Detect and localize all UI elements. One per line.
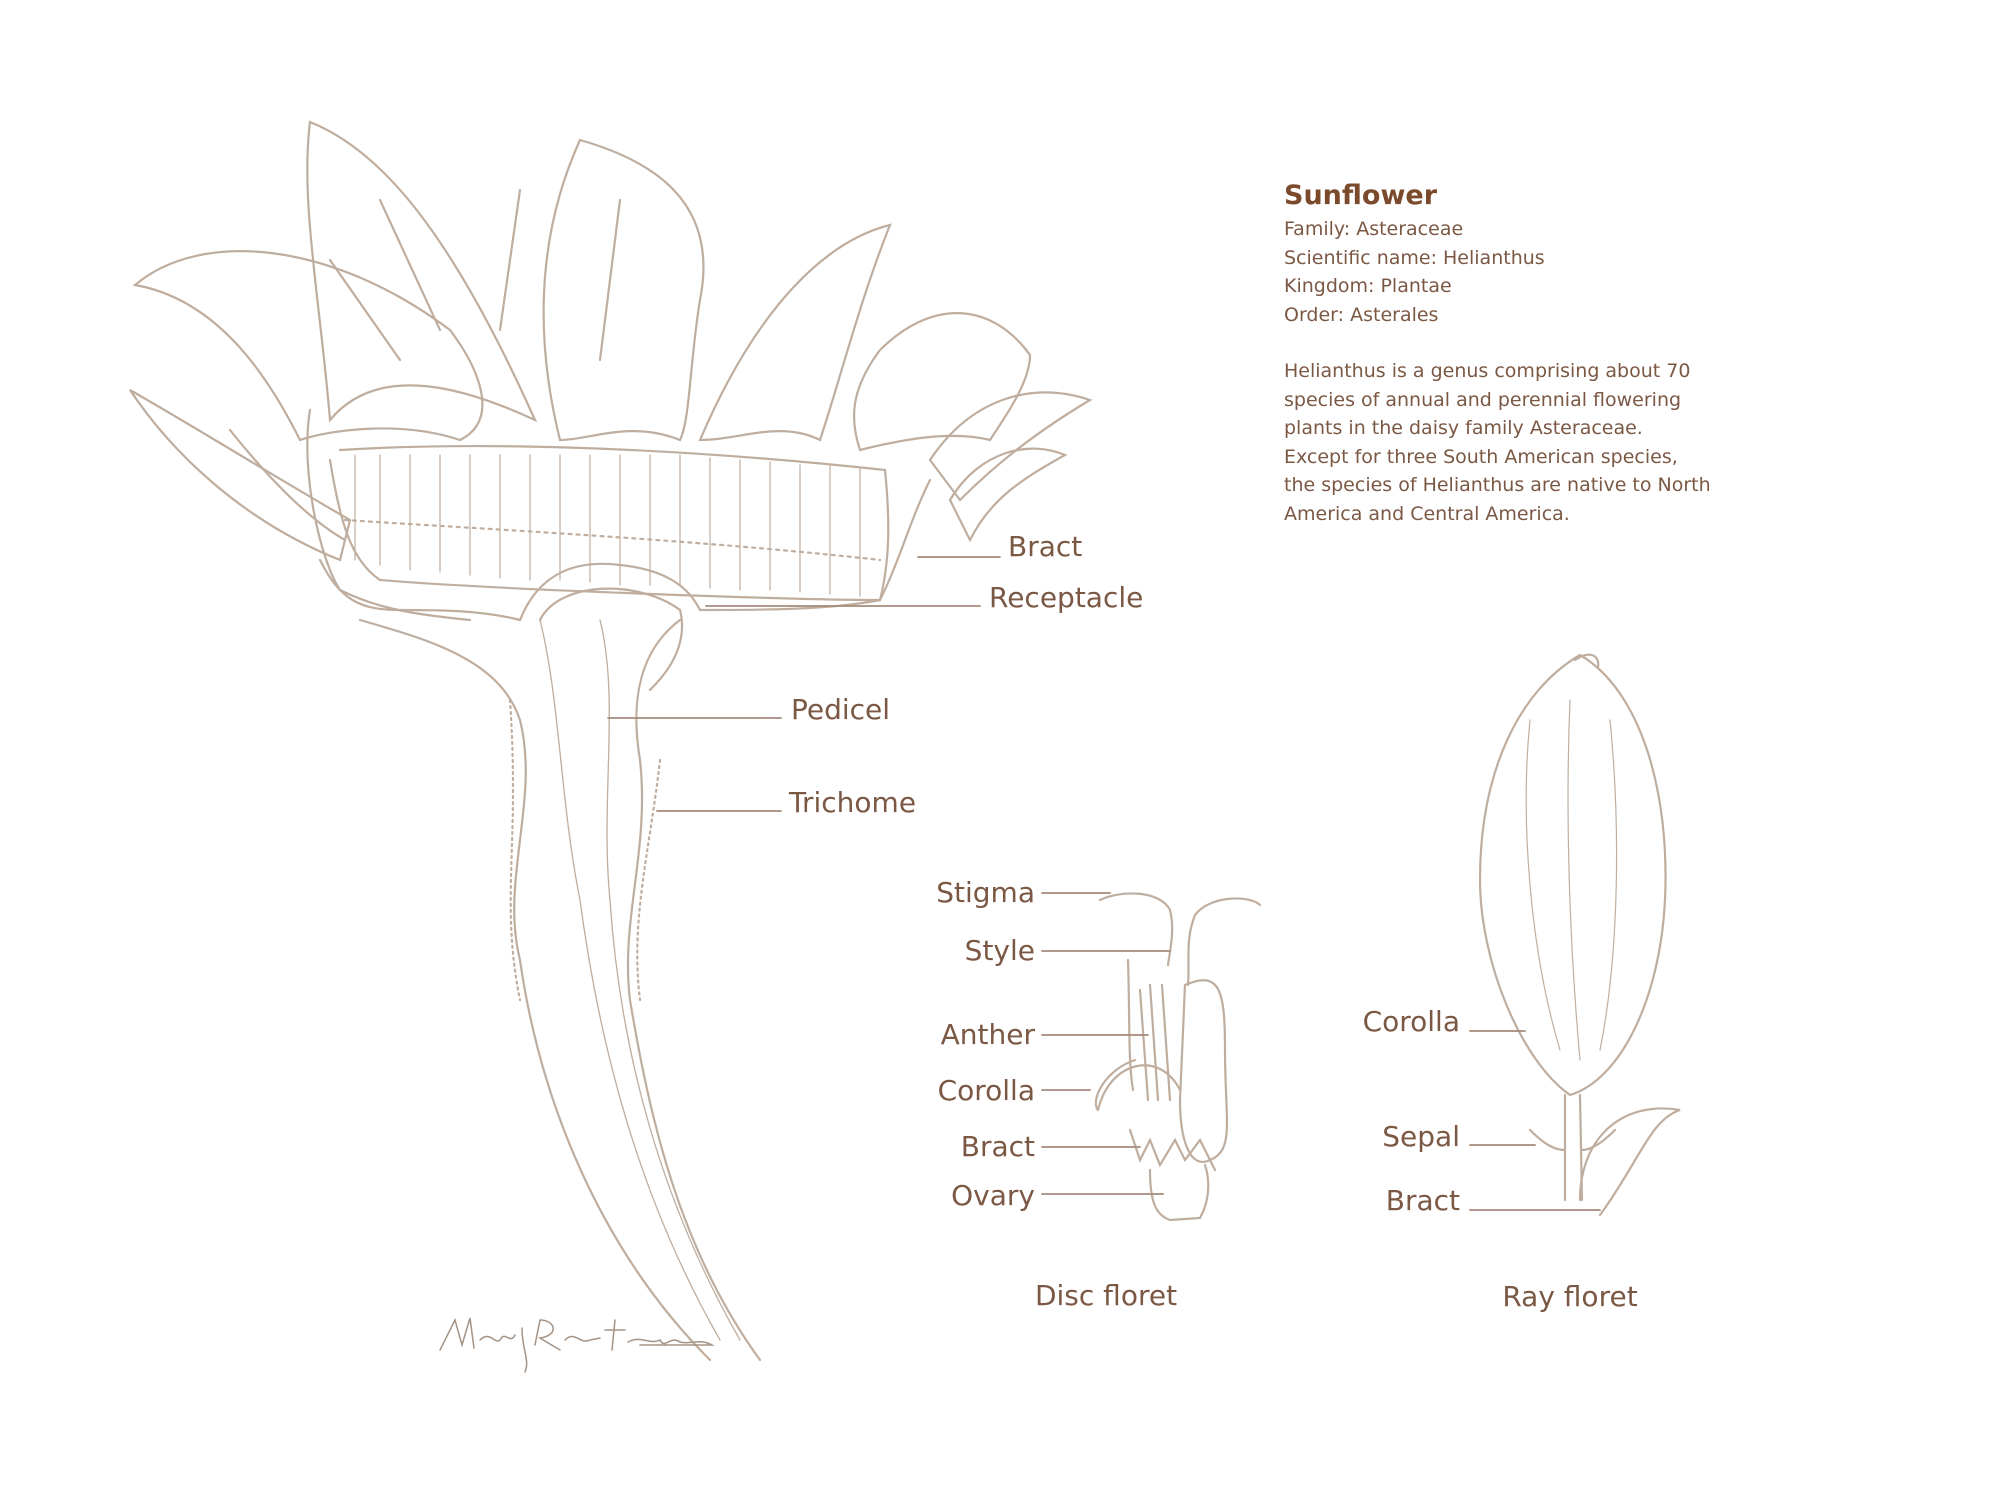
- ray-label-sepal: Sepal: [1382, 1120, 1460, 1153]
- label-trichome: Trichome: [789, 786, 917, 819]
- fact-order: Order: Asterales: [1284, 303, 1439, 326]
- description-line: Except for three South American species,: [1284, 445, 1678, 468]
- description-line: Helianthus is a genus comprising about 7…: [1284, 360, 1691, 382]
- ray-floret-caption: Ray floret: [1502, 1280, 1638, 1313]
- disc-label-bract: Bract: [960, 1130, 1035, 1163]
- flower-head: [306, 408, 932, 622]
- label-receptacle: Receptacle: [989, 581, 1144, 614]
- fact-kingdom: Kingdom: Plantae: [1284, 275, 1452, 297]
- leader-lines: [607, 556, 1601, 1211]
- ray-label-corolla: Corolla: [1362, 1005, 1460, 1038]
- description-line: species of annual and perennial flowerin…: [1284, 388, 1682, 411]
- description-line: the species of Helianthus are native to …: [1284, 474, 1711, 496]
- label-pedicel: Pedicel: [791, 693, 891, 726]
- disc-label-anther: Anther: [940, 1018, 1035, 1051]
- description-line: plants in the daisy family Asteraceae.: [1284, 417, 1643, 439]
- disc-floret-caption: Disc floret: [1034, 1279, 1178, 1312]
- disc-label-corolla: Corolla: [937, 1074, 1035, 1107]
- petals: [129, 120, 1093, 562]
- label-bract: Bract: [1008, 530, 1083, 563]
- fact-family: Family: Asteraceae: [1284, 218, 1464, 240]
- disc-label-stigma: Stigma: [936, 876, 1035, 909]
- description-line: America and Central America.: [1284, 502, 1570, 525]
- description: Helianthus is a genus comprising about 7…: [1284, 357, 1804, 528]
- ray-floret-drawing: [1478, 653, 1681, 1217]
- species-title: Sunflower: [1284, 180, 1438, 211]
- fact-scientific-name: Scientific name: Helianthus: [1284, 246, 1545, 269]
- disc-label-ovary: Ovary: [951, 1179, 1035, 1212]
- disc-floret-drawing: [1094, 892, 1262, 1222]
- signature: [439, 1317, 715, 1373]
- ray-label-bract: Bract: [1385, 1184, 1460, 1217]
- disc-label-style: Style: [964, 934, 1035, 967]
- stem: [358, 587, 762, 1362]
- info-panel: Sunflower Family: Asteraceae Scientific …: [1284, 180, 1804, 528]
